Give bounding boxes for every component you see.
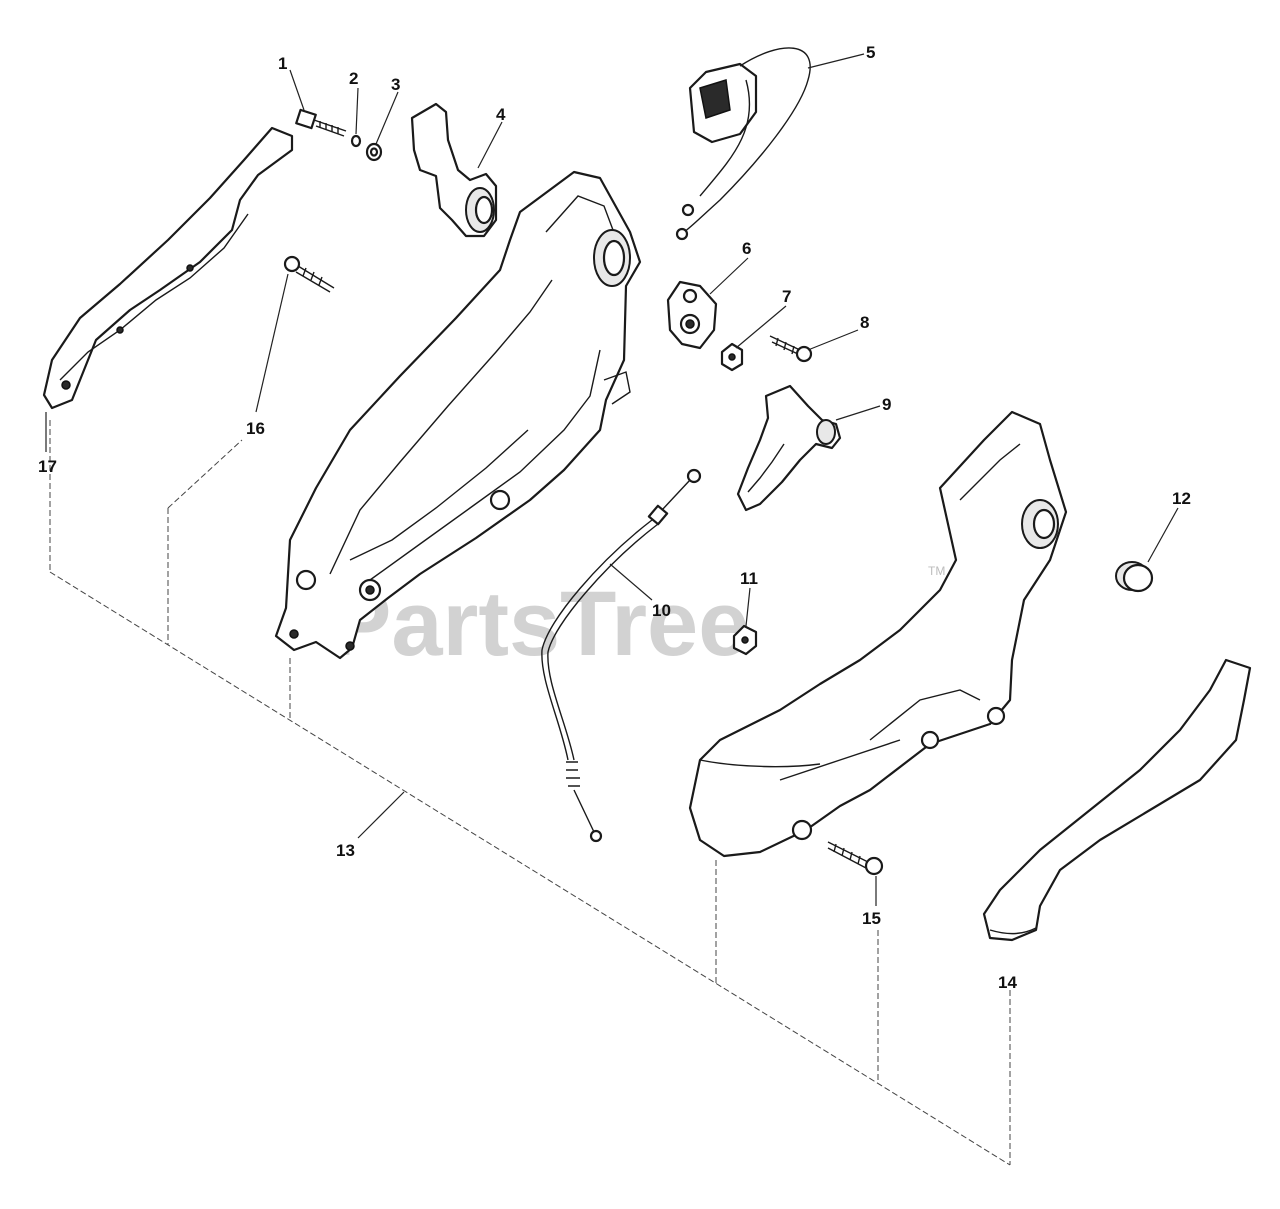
callout-9: 9	[882, 395, 891, 414]
part-12-plug	[1115, 561, 1154, 593]
part-10-throttle-cable	[541, 468, 702, 843]
part-4-lever	[410, 102, 498, 238]
part-16-screw	[283, 255, 335, 293]
callout-11: 11	[740, 569, 758, 588]
callout-13: 13	[336, 841, 355, 860]
callout-7: 7	[782, 287, 791, 306]
callout-leaders	[45, 53, 1179, 906]
part-5-switch	[675, 47, 811, 241]
part-6-bracket	[666, 280, 718, 350]
callout-8: 8	[860, 313, 869, 332]
callout-labels: 1 2 3 4 5 6 7 8 9 10 11 12 13 14 15 16 1…	[38, 43, 1191, 992]
callout-12: 12	[1172, 489, 1191, 508]
callout-6: 6	[742, 239, 751, 258]
part-14-grip-cover	[982, 658, 1252, 942]
part-17-handle-rail	[42, 126, 294, 410]
part-11-nut	[732, 624, 758, 656]
callout-1: 1	[278, 54, 287, 73]
watermark-trademark: TM	[928, 564, 945, 578]
part-2-washer	[350, 134, 362, 148]
part-15-screw	[827, 841, 884, 876]
callout-16: 16	[246, 419, 265, 438]
callout-14: 14	[998, 973, 1017, 992]
part-7-nut	[720, 342, 744, 372]
part-8-screw	[769, 335, 813, 363]
callout-17: 17	[38, 457, 57, 476]
part-1-bolt	[295, 108, 347, 137]
part-3-washer	[365, 142, 383, 162]
callout-3: 3	[391, 75, 400, 94]
callout-15: 15	[862, 909, 881, 928]
callout-2: 2	[349, 69, 358, 88]
part-13-handle-frame	[274, 170, 642, 660]
handle-housing-right	[688, 410, 1068, 858]
callout-10: 10	[652, 601, 671, 620]
callout-4: 4	[496, 105, 506, 124]
callout-5: 5	[866, 43, 875, 62]
assembly-reference-lines	[49, 420, 1011, 1166]
part-9-trigger	[736, 384, 842, 512]
